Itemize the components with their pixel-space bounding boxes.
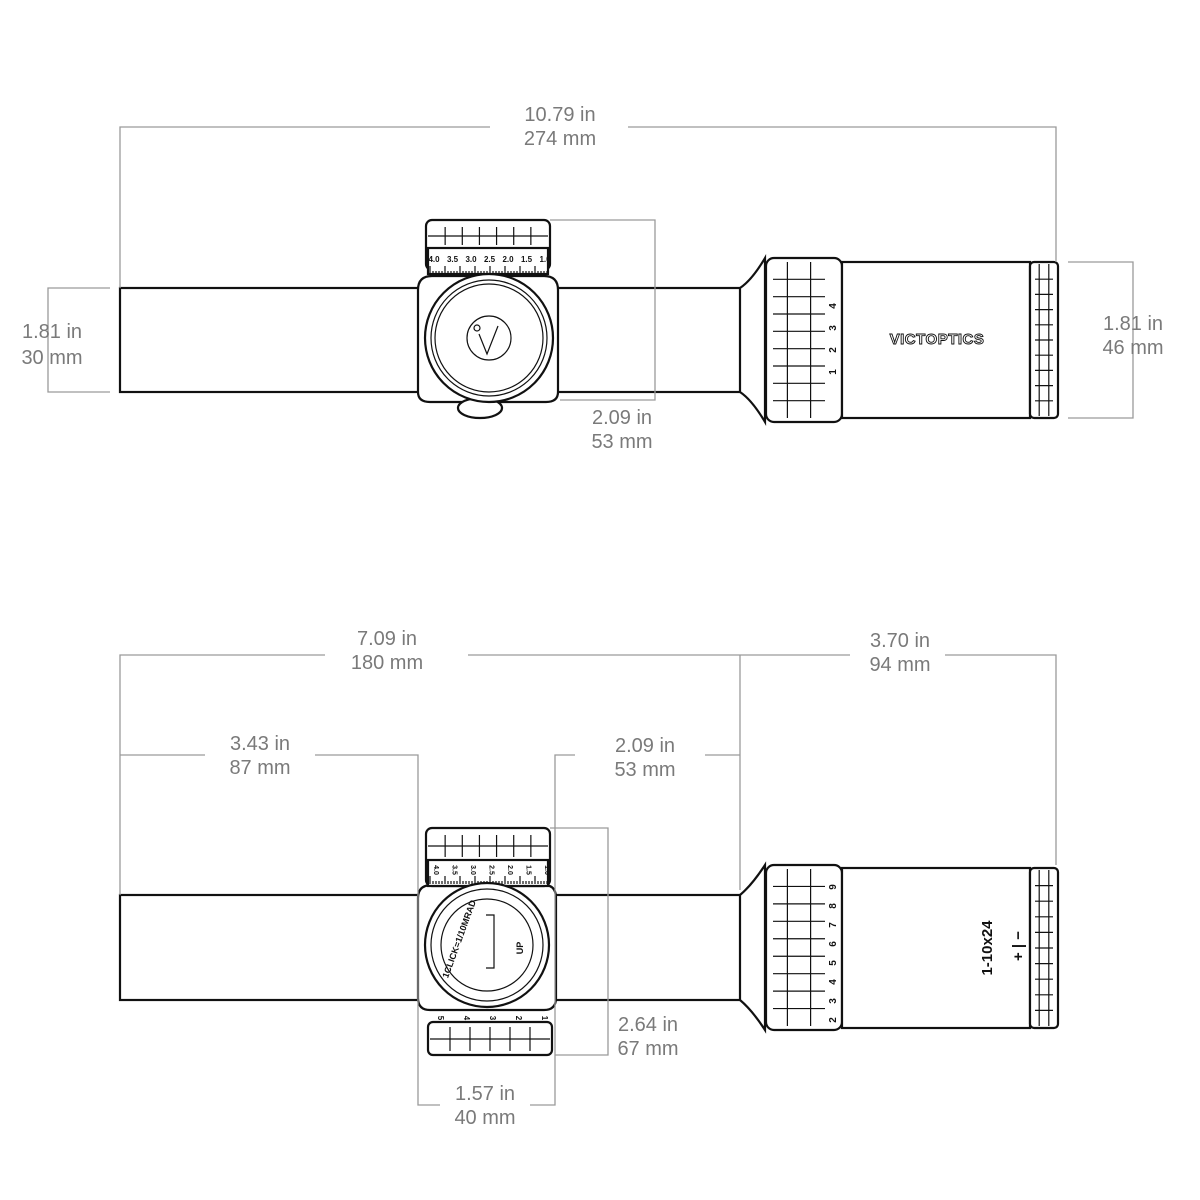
eyepiece-taper [738, 861, 767, 1034]
parallax-knurling [428, 227, 548, 245]
objective-to-turret-in: 3.43 in [230, 733, 290, 755]
turret-height-mm: 53 mm [591, 431, 652, 453]
elevation-turret [423, 881, 551, 1009]
tube-diameter-in: 1.81 in [22, 321, 82, 343]
scale-number: 2.0 [502, 255, 514, 264]
scale-number: 4.0 [432, 865, 439, 875]
power-scale-numbers: 2 3 4 5 6 7 8 9 [828, 884, 839, 1023]
eyepiece-body [840, 866, 1032, 1030]
rear-tube [551, 893, 745, 1002]
parallax-scale: 4.0 3.5 3.0 2.5 2.0 1.5 1.0 [428, 255, 551, 274]
scale-number: 4 [462, 1016, 471, 1021]
scale-number: 2 [514, 1016, 523, 1021]
up-direction-label: UP [515, 942, 525, 955]
side-view-scope: 2 3 4 5 6 7 8 9 1-10x24 + | − 4.0 3.5 3.0 2.5 2.0 1.… [118, 826, 1060, 1057]
scale-number: 2 [828, 347, 839, 353]
objective-tube [118, 286, 422, 394]
power-ring [764, 256, 844, 424]
parallax-knurling [428, 835, 548, 857]
diopter-knurling [1035, 870, 1053, 1026]
scale-number: 8 [828, 903, 839, 909]
parallax-scale: 4.0 3.5 3.0 2.5 2.0 1.5 1.0 [429, 865, 550, 884]
turret-height-in: 2.09 in [592, 407, 652, 429]
power-ring-knurling [773, 262, 825, 418]
turret-height-mm: 67 mm [617, 1038, 678, 1060]
scale-number: 2.5 [484, 255, 496, 264]
tube-diameter-mm: 30 mm [21, 347, 82, 369]
scale-number: 2.0 [506, 865, 513, 875]
rear-length-mm: 94 mm [869, 654, 930, 676]
objective-to-turret-mm: 87 mm [229, 757, 290, 779]
scale-number: 1.0 [543, 865, 550, 875]
turret-to-eyepiece-in: 2.09 in [615, 735, 675, 757]
scale-number: 5 [436, 1016, 445, 1021]
scale-number: 1 [540, 1016, 549, 1021]
scale-number: 6 [828, 941, 839, 947]
scale-number: 1.0 [539, 255, 551, 264]
side-dimensions: 7.09 in 180 mm 3.70 in 94 mm 3.43 in 87 … [119, 628, 1057, 1129]
illumination-numbers: 5 4 3 2 1 [436, 1016, 549, 1021]
front-length-mm: 180 mm [351, 652, 423, 674]
scale-number: 4 [828, 979, 839, 985]
scale-number: 1.5 [525, 865, 532, 875]
model-label: 1-10x24 [979, 920, 996, 976]
power-scale-numbers: 1 2 3 4 [828, 303, 839, 375]
eyepiece-taper [738, 253, 767, 427]
turret-height-in: 2.64 in [618, 1014, 678, 1036]
scale-number: 2 [828, 1017, 839, 1023]
brand-logo-text: VICTOPTICS [890, 331, 985, 348]
turret-width-in: 1.57 in [455, 1083, 515, 1105]
rear-length-in: 3.70 in [870, 630, 930, 652]
turret-width-mm: 40 mm [454, 1107, 515, 1129]
scale-number: 3 [488, 1016, 497, 1021]
rear-tube [551, 286, 745, 394]
scale-number: 2.5 [488, 865, 495, 875]
turret-to-eyepiece-mm: 53 mm [614, 759, 675, 781]
scale-number: 4 [828, 303, 839, 309]
objective-tube [118, 893, 422, 1002]
eyepiece-diameter-mm: 46 mm [1102, 337, 1163, 359]
diopter-marks: + | − [1010, 931, 1027, 961]
scale-number: 3.0 [465, 255, 477, 264]
scale-number: 7 [828, 922, 839, 928]
power-ring-knurling [773, 869, 825, 1026]
scale-number: 3 [828, 325, 839, 331]
overall-length-mm: 274 mm [524, 128, 596, 150]
scale-number: 9 [828, 884, 839, 890]
scale-number: 3.5 [451, 865, 458, 875]
scale-number: 1.5 [521, 255, 533, 264]
scale-number: 4.0 [428, 255, 440, 264]
scale-number: 3.0 [469, 865, 476, 875]
scale-number: 3.5 [447, 255, 459, 264]
diopter-knurling [1035, 264, 1053, 416]
scale-number: 5 [828, 960, 839, 966]
scale-number: 1 [828, 369, 839, 375]
top-view-scope: VICTOPTICS 1 2 3 4 4.0 3.5 3.0 2.5 2.0 1.5 1.0 [118, 218, 1060, 427]
windage-turret [423, 272, 555, 404]
illumination-knurling [430, 1027, 550, 1051]
eyepiece-diameter-in: 1.81 in [1103, 313, 1163, 335]
top-dimensions: 10.79 in 274 mm 1.81 in 30 mm 1.81 in 46… [21, 104, 1163, 453]
front-length-in: 7.09 in [357, 628, 417, 650]
overall-length-in: 10.79 in [524, 104, 595, 126]
scale-number: 3 [828, 998, 839, 1004]
v-logo-icon [466, 315, 512, 361]
